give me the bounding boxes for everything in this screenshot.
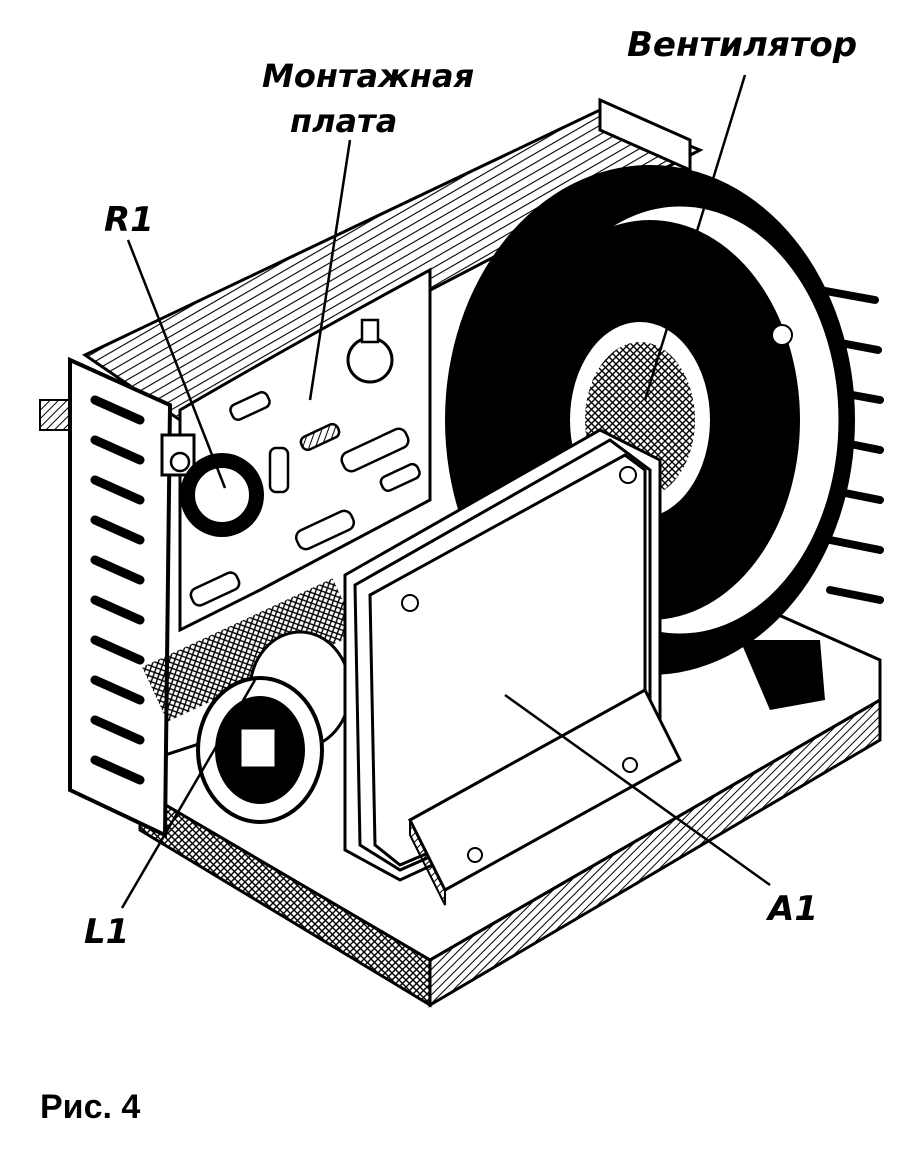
- label-l1: L1: [84, 912, 130, 952]
- figure-caption: Рис. 4: [40, 1088, 141, 1126]
- leader-lines: [120, 74, 771, 909]
- label-fan: Вентилятор: [627, 25, 858, 65]
- leader-fan: [643, 74, 747, 401]
- label-mounting-board-line2: плата: [290, 102, 398, 140]
- mounting-board: [142, 267, 432, 722]
- leader-mounting-board: [308, 139, 352, 401]
- leader-l1: [120, 679, 257, 909]
- label-mounting-board-line1: Монтажная: [262, 57, 475, 95]
- leader-a1: [504, 693, 771, 887]
- front-panel: [39, 356, 173, 839]
- l1-choke: [196, 630, 352, 824]
- a1-module: [343, 428, 682, 906]
- r1-potentiometer: [160, 433, 264, 537]
- leader-r1: [126, 239, 227, 489]
- label-a1: A1: [768, 889, 818, 929]
- label-r1: R1: [104, 200, 154, 240]
